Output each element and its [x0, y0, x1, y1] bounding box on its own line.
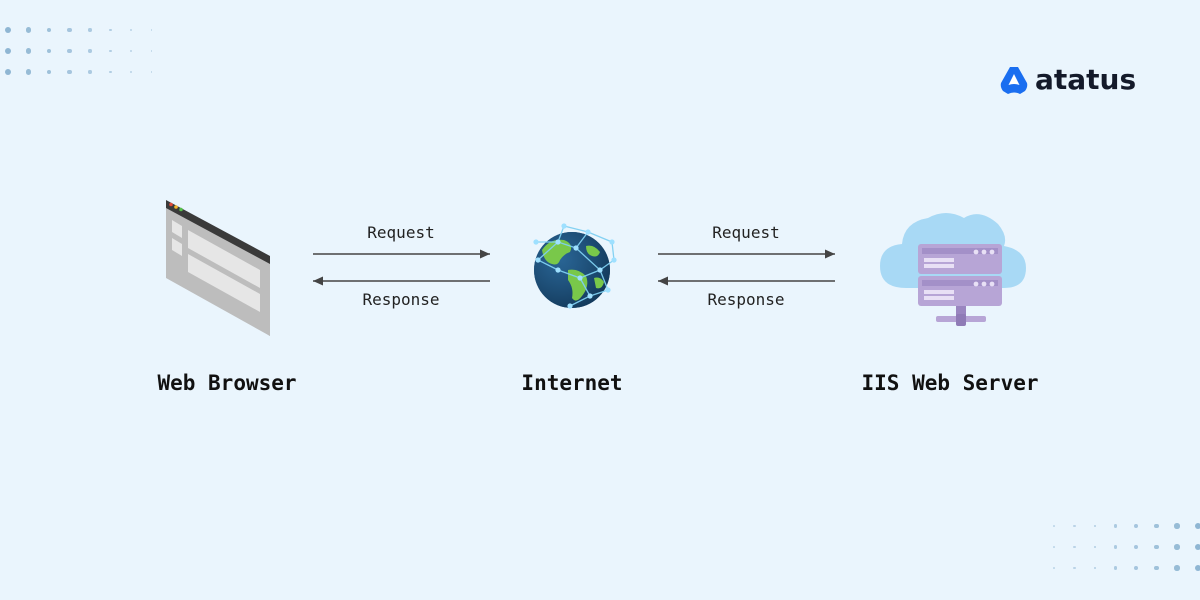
decorative-dot: [1093, 524, 1097, 528]
decorative-dot: [1154, 523, 1159, 529]
decorative-dot: [1174, 544, 1180, 550]
decorative-dot: [46, 48, 52, 54]
decorative-dot: [1113, 524, 1118, 528]
decorative-dot: [67, 27, 72, 33]
decorative-dot: [67, 48, 72, 54]
decorative-dot: [67, 69, 72, 75]
decorative-dot: [25, 69, 32, 75]
decorative-dot: [109, 70, 112, 74]
decorative-dot: [1073, 566, 1076, 570]
decorative-dot: [1174, 565, 1180, 571]
decorative-dot: [88, 28, 92, 32]
response-label-2: Response: [707, 290, 785, 309]
decorative-dot: [1154, 565, 1159, 571]
decorative-dot: [1154, 544, 1159, 550]
decorative-dot: [1133, 544, 1139, 550]
request-label-1: Request: [367, 223, 435, 242]
node-label-iis-web-server: IIS Web Server: [861, 371, 1039, 395]
decorative-dot: [1194, 544, 1200, 550]
decorative-dot: [1113, 545, 1118, 549]
decorative-dot: [25, 27, 32, 33]
decorative-dot: [1053, 546, 1055, 548]
decorative-dot: [1133, 565, 1139, 571]
decorative-dot: [5, 48, 11, 54]
decorative-dot: [1053, 525, 1055, 527]
decorative-dot: [129, 28, 133, 32]
cloud-server-icon: [880, 213, 1026, 326]
decorative-dot: [129, 49, 133, 53]
decorative-dot: [46, 69, 52, 75]
decorative-dot: [25, 48, 32, 54]
decorative-dot: [1093, 545, 1097, 549]
decorative-dot: [1073, 545, 1076, 549]
decorative-dot: [129, 70, 133, 74]
decorative-dot: [88, 49, 92, 53]
decorative-dot: [5, 27, 11, 33]
decorative-dot: [1174, 523, 1180, 529]
response-label-1: Response: [362, 290, 440, 309]
decorative-dot: [88, 70, 92, 74]
browser-window-icon: [166, 200, 270, 336]
brand-logo: atatus: [1000, 62, 1136, 98]
decorative-dot: [150, 71, 153, 73]
decorative-dot: [1053, 567, 1055, 569]
atatus-logo-icon: [1000, 67, 1028, 94]
decorative-dot: [1093, 566, 1097, 570]
decorative-dot: [1194, 523, 1200, 529]
node-label-internet: Internet: [521, 371, 623, 395]
decorative-dot: [150, 29, 153, 31]
decorative-dot: [1073, 524, 1076, 528]
node-label-web-browser: Web Browser: [157, 371, 297, 395]
decorative-dot: [109, 28, 112, 32]
request-label-2: Request: [712, 223, 780, 242]
decorative-dot: [1194, 565, 1200, 571]
brand-name: atatus: [1035, 63, 1137, 96]
globe-icon: [533, 223, 617, 309]
decorative-dot: [150, 50, 153, 52]
decorative-dot: [109, 49, 112, 53]
decorative-dot: [5, 69, 11, 75]
decorative-dot: [46, 27, 52, 33]
decorative-dot: [1113, 566, 1118, 570]
decorative-dot: [1133, 523, 1139, 529]
